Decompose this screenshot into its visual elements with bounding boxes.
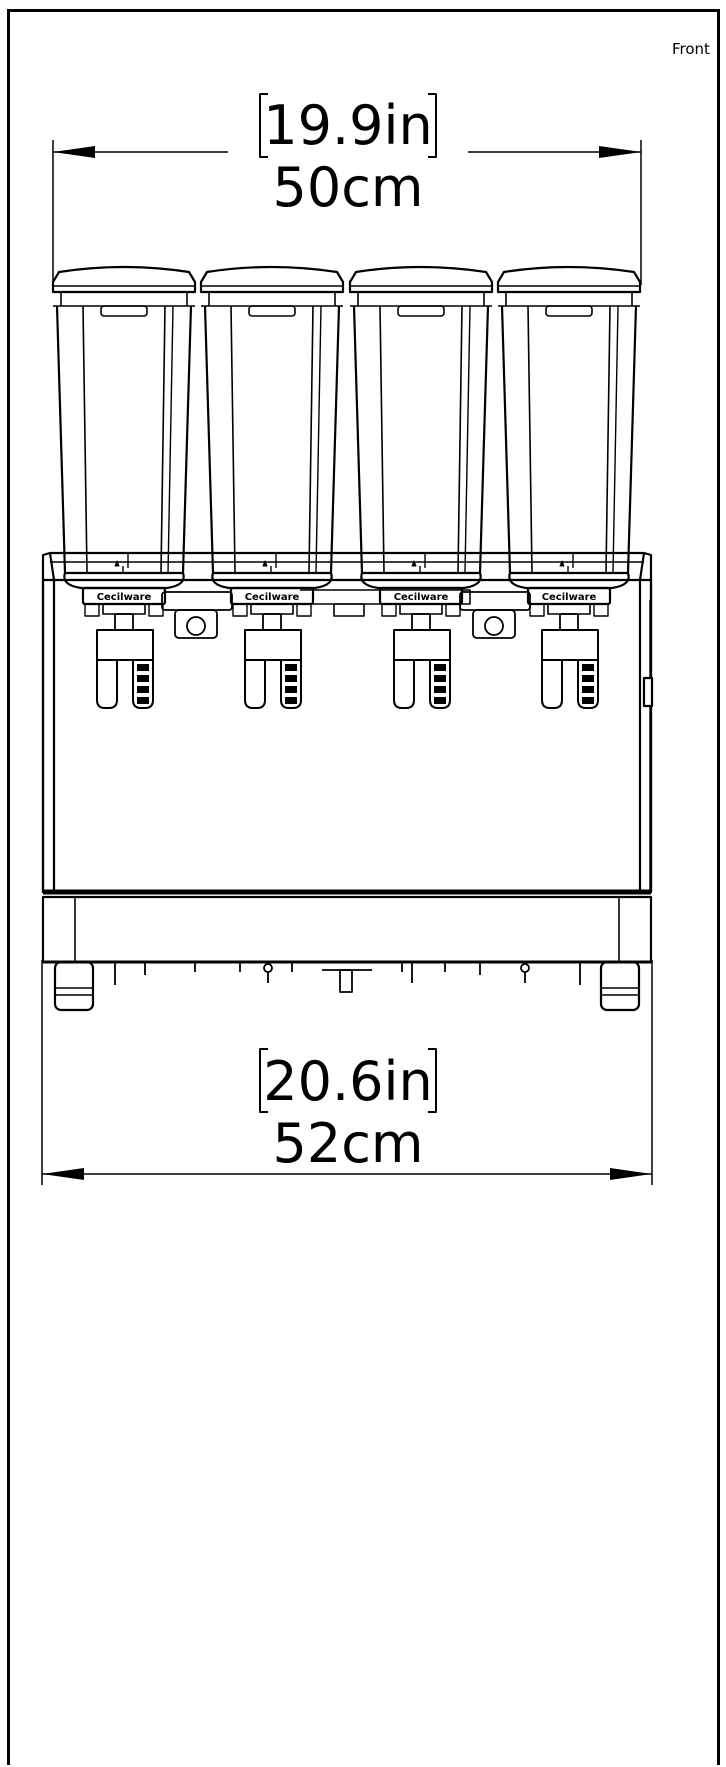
bowl-3-brand-mark: Cecilware bbox=[394, 592, 449, 603]
base-feet bbox=[53, 960, 641, 1012]
drawing-frame bbox=[7, 9, 720, 1765]
arrowhead-right bbox=[599, 146, 641, 158]
drip-tray-body bbox=[41, 895, 653, 964]
arrowhead-left bbox=[42, 1168, 84, 1180]
bowl-4: Cecilware bbox=[496, 265, 642, 710]
top-width-metric: 50cm bbox=[272, 156, 423, 219]
top-width-imperial: 19.9in bbox=[263, 94, 432, 157]
bowl-2: Cecilware bbox=[199, 265, 345, 710]
side-latch bbox=[642, 676, 654, 708]
bowl-4-brand-mark: Cecilware bbox=[542, 592, 597, 603]
bracket-right bbox=[428, 93, 437, 158]
arrowhead-left bbox=[53, 146, 95, 158]
bracket-left bbox=[259, 1048, 268, 1113]
base-details bbox=[114, 962, 581, 993]
bowl-3: Cecilware bbox=[348, 265, 494, 710]
bowl-1: Cecilware bbox=[51, 265, 197, 710]
cabinet-side-left bbox=[41, 551, 56, 894]
bracket-right bbox=[428, 1048, 437, 1113]
top-width-dimension: 19.9in 50cm bbox=[52, 93, 642, 285]
cabinet-body bbox=[41, 551, 654, 1012]
view-label: Front bbox=[672, 40, 710, 58]
bowl-2-brand-mark: Cecilware bbox=[245, 592, 300, 603]
arrowhead-right bbox=[610, 1168, 652, 1180]
bowl-1-brand-mark: Cecilware bbox=[97, 592, 152, 603]
valve-housings bbox=[161, 591, 531, 639]
base-width-dimension: 20.6in 52cm bbox=[41, 960, 653, 1185]
bracket-left bbox=[259, 93, 268, 158]
base-width-metric: 52cm bbox=[272, 1112, 423, 1175]
base-width-imperial: 20.6in bbox=[263, 1050, 432, 1113]
